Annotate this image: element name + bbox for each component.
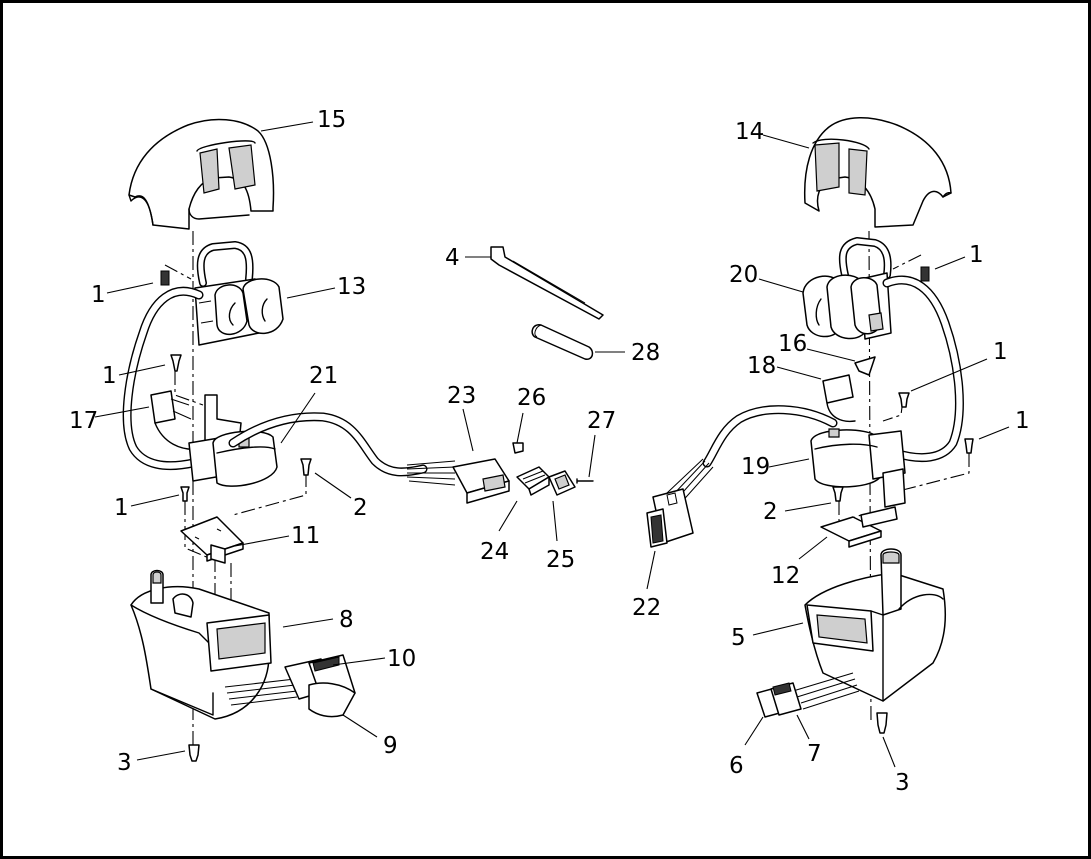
right-main-harness	[666, 405, 838, 506]
callout-3: 3	[895, 770, 910, 796]
screw-1-top-left	[160, 270, 170, 286]
part-24-terminal	[516, 466, 550, 496]
part-28-sleeve	[531, 324, 594, 360]
right-screws	[832, 266, 974, 734]
callout-1: 1	[1015, 408, 1030, 434]
callout-1: 1	[969, 242, 984, 268]
part-17-switch-left	[150, 390, 200, 450]
left-assembly	[122, 118, 456, 762]
callout-26: 26	[517, 385, 546, 411]
left-axis-screw-1b	[174, 371, 204, 406]
callout-16: 16	[778, 331, 807, 357]
callout-21: 21	[309, 363, 338, 389]
callout-15: 15	[317, 107, 346, 133]
part-23-connector-housing	[452, 458, 510, 504]
callout-3: 3	[117, 750, 132, 776]
callout-1: 1	[114, 495, 129, 521]
left-axis-screw-2	[232, 473, 307, 516]
callout-20: 20	[729, 262, 758, 288]
screw-1-mid-right	[898, 392, 910, 408]
left-harness-loop	[122, 286, 204, 471]
callout-8: 8	[339, 607, 354, 633]
left-axis-screw-1	[164, 264, 192, 280]
callout-28: 28	[631, 340, 660, 366]
part-13-switch-assembly-left	[194, 241, 284, 346]
part-12-plate-right	[820, 506, 898, 548]
exploded-parts-diagram: 15 1 13 1 17 21 1 2 11 8 10 9 3 4 28 23 …	[69, 107, 1030, 796]
screw-2-right	[832, 486, 844, 502]
callout-1: 1	[91, 282, 106, 308]
left-main-harness	[228, 412, 456, 486]
callout-7: 7	[807, 741, 822, 767]
screw-2-left	[300, 458, 312, 476]
callout-1: 1	[993, 339, 1008, 365]
right-harness-loop	[882, 275, 964, 463]
part-25-seal	[548, 470, 576, 496]
part-27-pin	[576, 478, 594, 484]
screw-1-top-right	[920, 266, 930, 282]
part-4-cable-tie	[490, 246, 604, 320]
callout-10: 10	[387, 646, 416, 672]
part-22-connector-right	[646, 488, 694, 548]
callout-5: 5	[731, 625, 746, 651]
part-20-switch-assembly-right	[802, 237, 892, 340]
callout-22: 22	[632, 595, 661, 621]
callout-23: 23	[447, 383, 476, 409]
callout-27: 27	[587, 408, 616, 434]
callout-1: 1	[102, 363, 117, 389]
screw-3-left	[188, 744, 200, 762]
part-10-part-9-lower-plug-left	[224, 654, 356, 718]
callout-18: 18	[747, 353, 776, 379]
left-screws	[160, 270, 312, 762]
part-14-upper-housing-right	[803, 117, 952, 228]
part-15-upper-housing-left	[128, 118, 275, 230]
part-6-part-7-lower-plug-right	[756, 672, 860, 718]
part-5-lower-housing-right	[804, 548, 947, 702]
screw-3-right	[876, 712, 888, 734]
callout-6: 6	[729, 753, 744, 779]
callout-25: 25	[546, 547, 575, 573]
callout-24: 24	[480, 539, 509, 565]
right-assembly	[646, 117, 974, 734]
callout-2: 2	[353, 495, 368, 521]
right-axis-screw-1b	[882, 398, 904, 422]
part-19-switch-block-right	[810, 428, 906, 508]
right-axis-screw-1c	[890, 453, 970, 494]
part-11-plate	[180, 516, 244, 564]
part-21-switch-block-left	[188, 394, 278, 487]
callout-9: 9	[383, 733, 398, 759]
leader-lines	[94, 121, 1010, 768]
right-axis-screw-1	[892, 254, 922, 270]
center-parts	[452, 246, 604, 504]
callout-11: 11	[291, 523, 320, 549]
callout-4: 4	[445, 245, 460, 271]
screw-1-low-right	[964, 438, 974, 454]
part-26-clip	[512, 442, 524, 454]
callout-12: 12	[771, 563, 800, 589]
screw-1-low-left	[180, 486, 190, 502]
callout-14: 14	[735, 119, 764, 145]
callout-2: 2	[763, 499, 778, 525]
callout-13: 13	[337, 274, 366, 300]
part-16-clip	[854, 356, 876, 376]
part-18-switch-right	[822, 374, 856, 423]
callout-labels: 15 1 13 1 17 21 1 2 11 8 10 9 3 4 28 23 …	[69, 107, 1030, 796]
callout-19: 19	[741, 454, 770, 480]
callout-17: 17	[69, 408, 98, 434]
screw-1-mid-left	[170, 354, 182, 372]
